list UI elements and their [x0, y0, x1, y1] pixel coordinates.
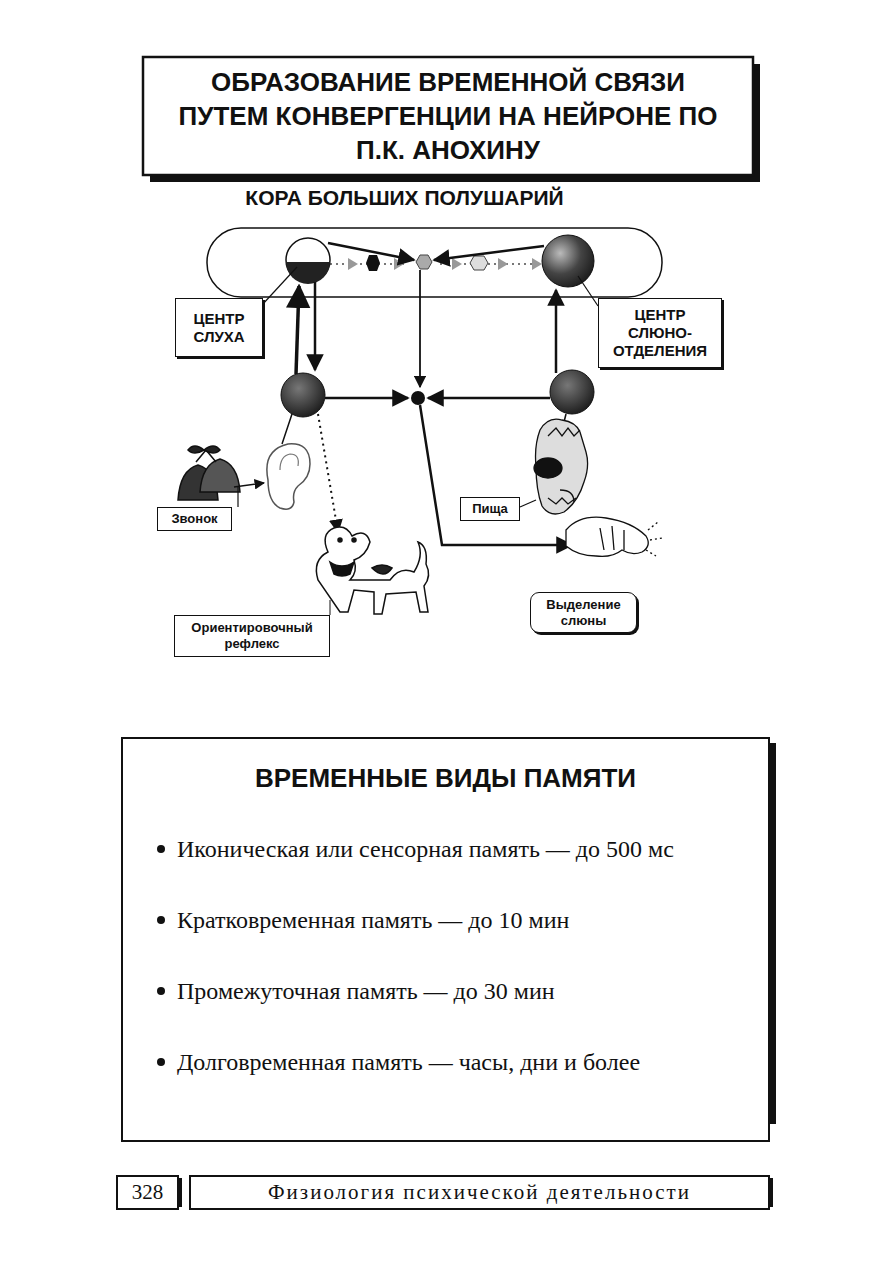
memory-item: Иконическая или сенсорная память — до 50…	[157, 836, 748, 863]
label-text: Выделение слюны	[536, 597, 631, 628]
bullet	[157, 845, 165, 853]
center-label: ЦЕНТР СЛУХА	[175, 298, 263, 357]
reflex-label: Ориентировочный рефлекс	[174, 615, 330, 657]
label-text: Физиология психической деятельности	[268, 1180, 691, 1205]
cortex-band: КОРА БОЛЬШИХ ПОЛУШАРИЙ	[207, 228, 662, 297]
label-text: ЦЕНТР СЛУХА	[181, 310, 257, 346]
bullet	[157, 987, 165, 995]
memory-item: Промежуточная память — до 30 мин	[157, 978, 748, 1005]
response-callout: Выделение слюны	[530, 592, 637, 633]
panel-heading: ВРЕМЕННЫЕ ВИДЫ ПАМЯТИ	[143, 763, 748, 794]
memory-panel: ВРЕМЕННЫЕ ВИДЫ ПАМЯТИ Иконическая или сен…	[121, 737, 770, 1142]
center-label: ЦЕНТР СЛЮНО- ОТДЕЛЕНИЯ	[598, 298, 722, 368]
bullet	[157, 1058, 165, 1066]
memory-item: Кратковременная память — до 10 мин	[157, 907, 748, 934]
label-text: Звонок	[171, 511, 217, 527]
label-text: Ориентировочный рефлекс	[180, 620, 324, 651]
title-text: ОБРАЗОВАНИЕ ВРЕМЕННОЙ СВЯЗИ ПУТЕМ КОНВЕР…	[165, 62, 731, 170]
label-text: 328	[132, 1180, 164, 1205]
cortex-heading: КОРА БОЛЬШИХ ПОЛУШАРИЙ	[147, 186, 662, 210]
stimulus-label: Звонок	[157, 507, 232, 531]
page-number: 328	[116, 1175, 179, 1210]
bullet	[157, 916, 165, 924]
label-text: Пища	[472, 501, 508, 517]
stimulus-label: Пища	[460, 497, 520, 521]
memory-item: Долговременная память — часы, дни и боле…	[157, 1049, 748, 1076]
label-text: ЦЕНТР СЛЮНО- ОТДЕЛЕНИЯ	[604, 306, 716, 360]
footer-title: Физиология психической деятельности	[189, 1175, 770, 1210]
